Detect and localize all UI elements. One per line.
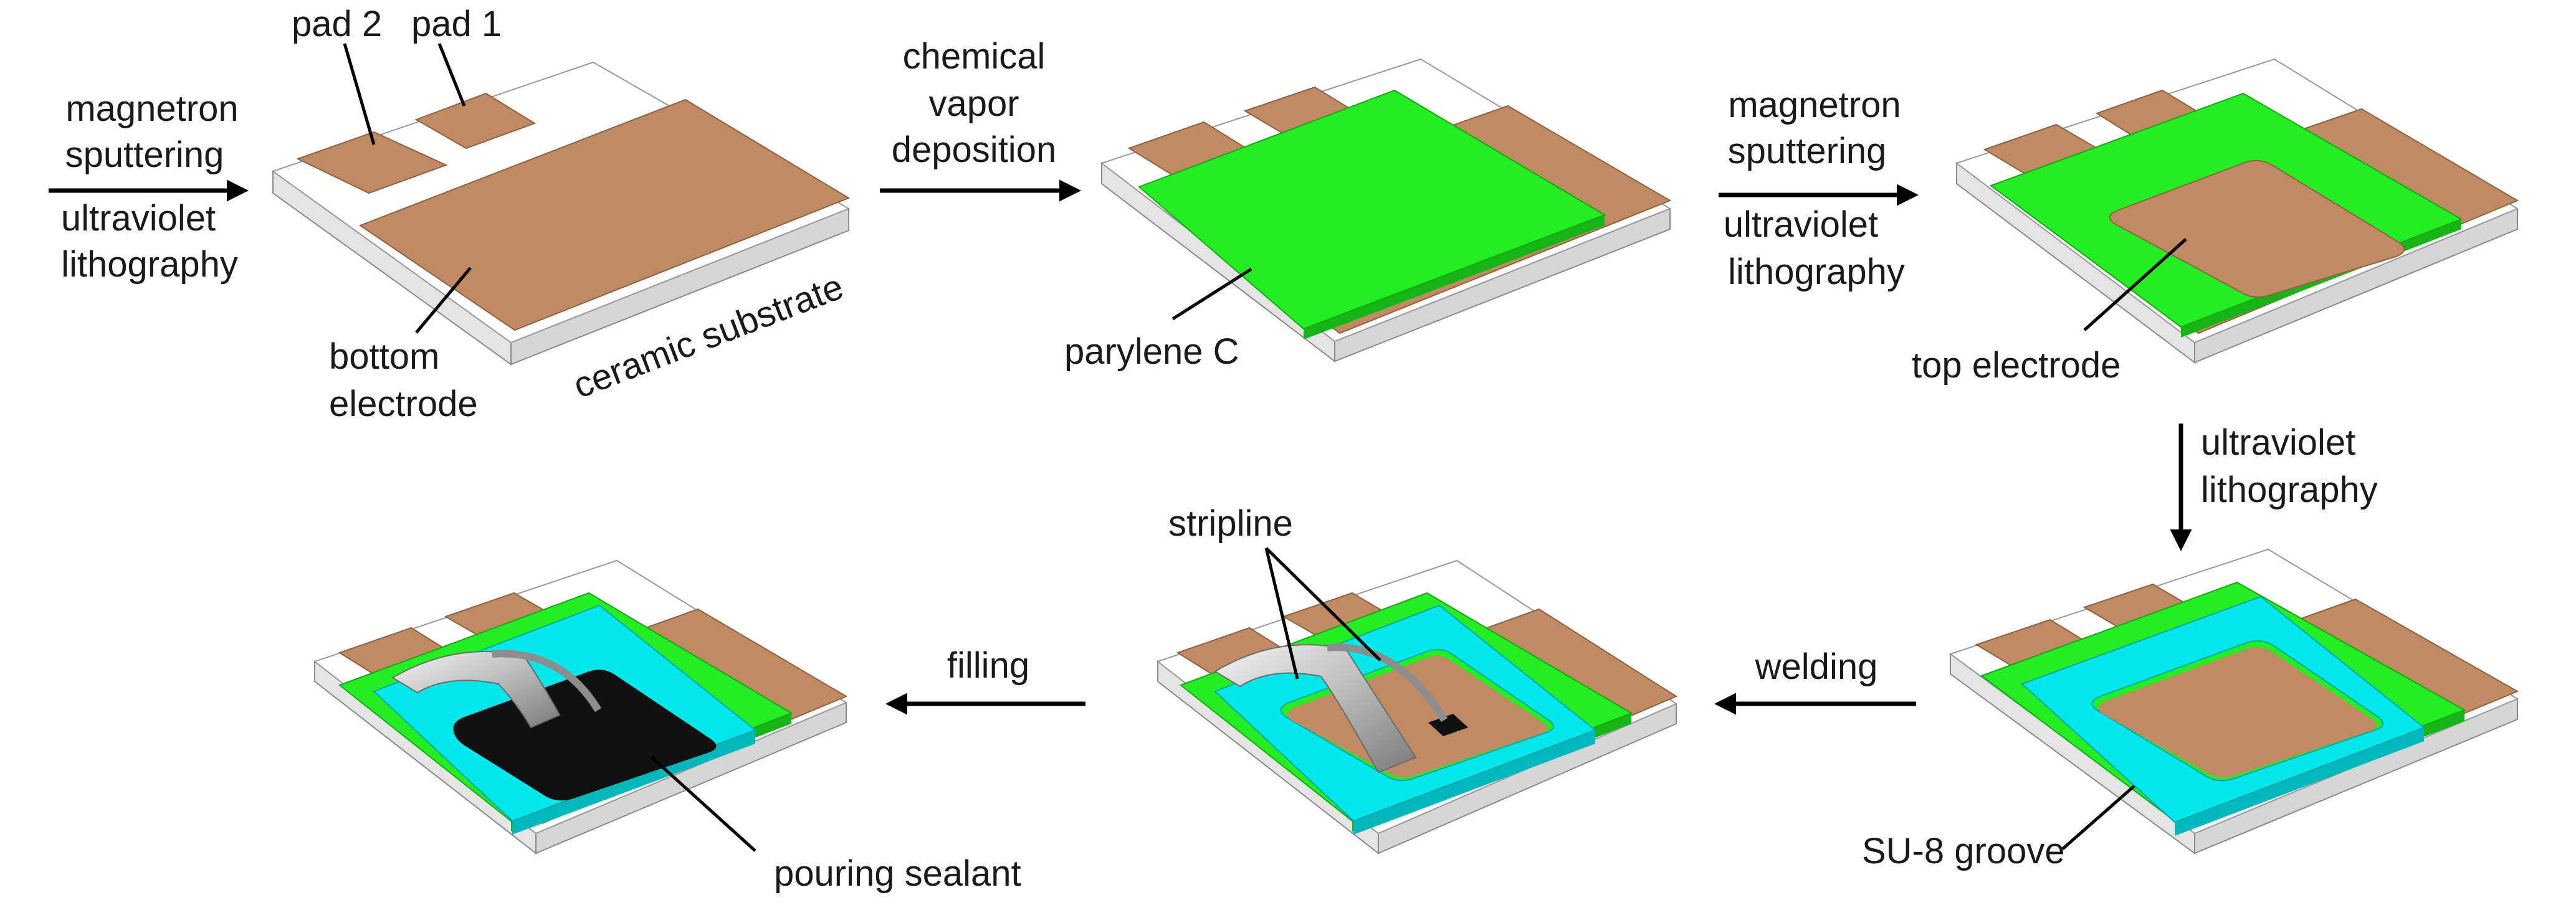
step1-label-line4: lithography bbox=[61, 244, 238, 285]
parylene-side bbox=[1304, 215, 1605, 339]
leader-sealant bbox=[650, 756, 756, 852]
label-su8-groove: SU-8 groove bbox=[1862, 831, 2065, 871]
stage-6-pouring-sealant bbox=[313, 559, 848, 855]
label-pad-2: pad 2 bbox=[292, 4, 382, 44]
leader-parylene bbox=[1171, 267, 1252, 321]
step3-label-line2: sputtering bbox=[1728, 131, 1887, 171]
stage-5-stripline bbox=[1156, 559, 1678, 855]
label-top-electrode: top electrode bbox=[1912, 345, 2120, 386]
stripline-wire bbox=[1327, 643, 1448, 723]
step1-label-line1: magnetron bbox=[65, 88, 238, 129]
label-pouring-sealant: pouring sealant bbox=[774, 853, 1021, 894]
stage-4-su8-groove bbox=[1949, 548, 2519, 855]
su8-side bbox=[2175, 727, 2424, 836]
leader-su8-groove bbox=[2061, 785, 2135, 850]
step3-label-line3: ultraviolet bbox=[1724, 204, 1878, 245]
step5-label: welding bbox=[1755, 647, 1878, 687]
step6-label: filling bbox=[947, 645, 1029, 686]
label-stripline: stripline bbox=[1168, 503, 1293, 544]
bottom-electrode bbox=[358, 98, 851, 331]
label-bottom-electrode-line2: electrode bbox=[329, 384, 478, 424]
leader-pad1 bbox=[437, 43, 466, 107]
leader-stripline-a bbox=[1264, 547, 1299, 680]
su8-layer bbox=[2021, 595, 2425, 823]
stripline-wire bbox=[492, 650, 602, 713]
pad-2 bbox=[296, 131, 448, 194]
step3-label-line1: magnetron bbox=[1728, 85, 1901, 125]
stage-2-parylene bbox=[1100, 58, 1672, 363]
leader-pad2 bbox=[343, 43, 376, 145]
leader-stripline-b bbox=[1265, 547, 1381, 661]
stripline-contact-pad bbox=[1428, 714, 1468, 736]
label-parylene: parylene C bbox=[1064, 331, 1239, 372]
stage-3-top-electrode bbox=[1955, 58, 2519, 364]
step2-label-line1: chemical bbox=[903, 36, 1046, 77]
step1-label-line3: ultraviolet bbox=[61, 198, 216, 239]
step2-label-line3: deposition bbox=[892, 130, 1056, 170]
step4-label-line2: lithography bbox=[2201, 470, 2378, 510]
label-pad-1: pad 1 bbox=[411, 4, 502, 44]
leader-bottom-electrode bbox=[415, 267, 472, 334]
step2-label-line2: vapor bbox=[928, 83, 1019, 124]
stripline-strip bbox=[391, 650, 561, 729]
su8-groove-floor bbox=[2097, 647, 2377, 778]
leader-top-electrode bbox=[2083, 238, 2187, 331]
parylene-layer bbox=[1138, 89, 1606, 330]
label-bottom-electrode-line1: bottom bbox=[329, 336, 439, 377]
su8-side bbox=[1353, 730, 1595, 835]
step3-label-line4: lithography bbox=[1728, 252, 1905, 292]
stage-1-bottom-electrode bbox=[271, 61, 851, 366]
step4-label-line1: ultraviolet bbox=[2201, 422, 2355, 463]
top-electrode bbox=[2109, 159, 2405, 298]
step1-label-line2: sputtering bbox=[65, 135, 224, 175]
